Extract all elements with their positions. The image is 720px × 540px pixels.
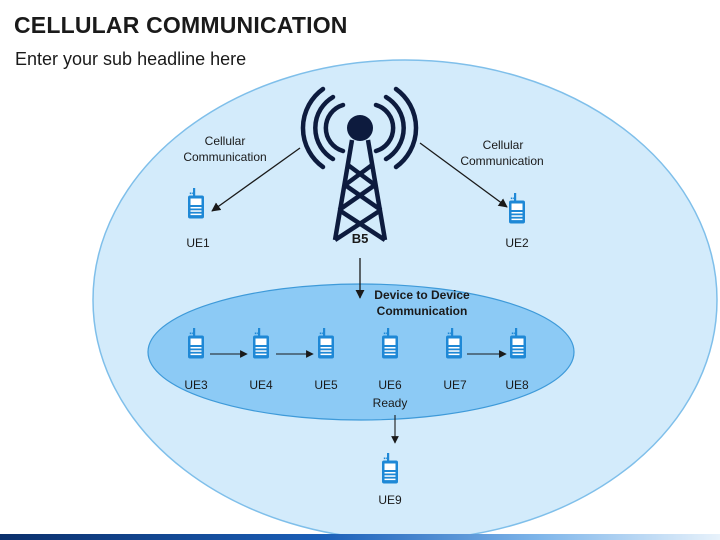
cellular-right-label-line1: Cellular (483, 138, 524, 152)
d2d-label-line1: Device to Device (374, 288, 470, 302)
arrow-tower-to-ue1 (211, 147, 301, 212)
page-title: CELLULAR COMMUNICATION (14, 12, 348, 38)
ue9-label: UE9 (378, 493, 402, 507)
page-subtitle: Enter your sub headline here (15, 49, 247, 69)
ue6-status-label: Ready (373, 396, 408, 410)
ue1-label: UE1 (186, 236, 210, 250)
ue3-label: UE3 (184, 378, 208, 392)
ue7-label: UE7 (443, 378, 467, 392)
ue4-label: UE4 (249, 378, 273, 392)
ue6-label: UE6 (378, 378, 402, 392)
cellular-left-label-line1: Cellular (205, 134, 246, 148)
tower-label: B5 (352, 231, 369, 246)
cellular-left-label-line2: Communication (183, 150, 266, 164)
d2d-label-line2: Communication (377, 304, 468, 318)
arrow-tower-to-ue2 (419, 142, 508, 208)
ue2-label: UE2 (505, 236, 529, 250)
footer-bar (0, 534, 720, 540)
cell-tower-icon (300, 86, 419, 242)
cellular-right-label-line2: Communication (460, 154, 543, 168)
ue5-label: UE5 (314, 378, 338, 392)
ue8-label: UE8 (505, 378, 529, 392)
antenna-head-icon (347, 115, 373, 141)
d2d-zone-ellipse (147, 283, 575, 421)
